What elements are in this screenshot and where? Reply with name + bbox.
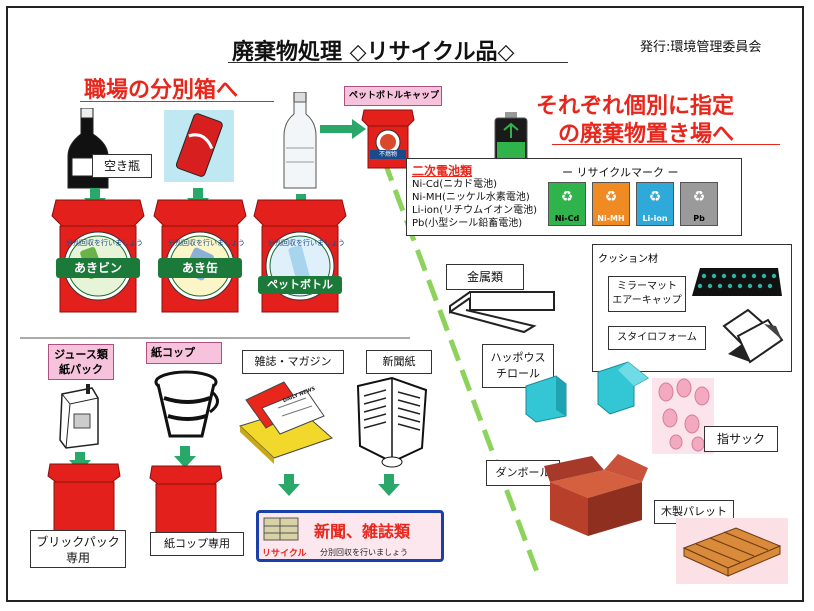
bin-cans-sign: あき缶: [158, 258, 242, 278]
finger-sack-label: 指サック: [704, 426, 778, 452]
magazine-label: 雑誌・マガジン: [242, 350, 344, 374]
recycle-icon: ♻: [604, 189, 618, 205]
brick-line1: ブリックパック: [36, 535, 120, 549]
left-heading: 職場の分別箱へ: [84, 78, 239, 103]
paper-cup-label: 紙コップ: [146, 342, 222, 364]
battery-heading: 二次電池類: [412, 164, 473, 178]
brick-line2: 専用: [65, 551, 90, 565]
newspaper-label: 新聞紙: [366, 350, 432, 374]
battery-list: Ni-Cd(ニカド電池) Ni-MH(ニッケル水素電池) Li-ion(リチウム…: [412, 178, 537, 230]
paper-bundle-icon: [263, 517, 299, 541]
battery-item-nicd: Ni-Cd(ニカド電池): [412, 179, 497, 190]
battery-item-pb: Pb(小型シール鉛畜電池): [412, 218, 523, 229]
bin-pet-sign: ペットボトル: [258, 276, 342, 294]
page-title: 廃棄物処理 ◇リサイクル品◇: [232, 40, 515, 65]
mirror-mat-label: ミラーマット エアーキャップ: [608, 276, 686, 312]
bin-pet-band: 分別回収を行いましょう: [268, 239, 345, 247]
battery-item-liion: Li-ion(リチウムイオン電池): [412, 205, 537, 216]
newspaper-box-sub: 分別回収を行いましょう: [320, 548, 408, 557]
mark-liion-label: Li-ion: [642, 214, 668, 223]
styrofoam-label: スタイロフォーム: [608, 326, 706, 350]
bin-cans-band: 分別回収を行いましょう: [168, 239, 245, 247]
bin-bottles-band: 分別回収を行いましょう: [66, 239, 143, 247]
right-heading-line1: それぞれ個別に指定: [536, 94, 735, 119]
paper-cup-only-sign: 紙コップ専用: [150, 532, 244, 556]
newspaper-box-title: 新聞、雑誌類: [314, 522, 411, 541]
hoppo-line2: チロール: [496, 367, 540, 380]
recycle-icon: ♻: [648, 189, 662, 205]
page-frame: [6, 6, 804, 602]
bin-bottles-sign: あきビン: [56, 258, 140, 278]
mark-liion: ♻ Li-ion: [636, 182, 674, 226]
left-heading-underline: [80, 101, 274, 102]
recycle-mark-title: ー リサイクルマーク ー: [562, 166, 679, 179]
newspaper-box-tag: リサイクル: [262, 549, 307, 559]
newspaper-reader-icon: [356, 376, 428, 468]
mirror-mat-line1: ミラーマット: [617, 281, 677, 292]
battery-item-nimh: Ni-MH(ニッケル水素電池): [412, 192, 530, 203]
juice-line2: 紙パック: [59, 363, 103, 376]
juice-pack-label: ジュース類 紙パック: [48, 344, 114, 380]
cardboard-label: ダンボール: [486, 460, 560, 486]
juice-pack-icon: [59, 384, 99, 449]
empty-bottle-label: 空き瓶: [92, 154, 152, 178]
recycle-icon: ♻: [692, 189, 706, 205]
metal-label: 金属類: [446, 264, 524, 290]
cap-bin-sign: 不燃物: [370, 150, 406, 159]
foam-blocks-icon: [525, 361, 649, 423]
juice-line1: ジュース類: [54, 348, 108, 361]
title-underline: [228, 62, 568, 63]
bubble-wrap-icon: [692, 268, 782, 296]
mirror-mat-line2: エアーキャップ: [612, 295, 682, 306]
right-heading-underline: [552, 144, 780, 145]
pet-bottle-icon: [283, 92, 317, 189]
pet-cap-label: ペットボトルキャップ: [344, 86, 442, 106]
mark-nicd-label: Ni-Cd: [554, 214, 580, 223]
magazine-icon: [239, 381, 333, 464]
right-heading-line2: の廃棄物置き場へ: [558, 122, 735, 147]
hoppo-line1: ハッポウス: [490, 351, 546, 364]
recycle-icon: ♻: [560, 189, 574, 205]
cardboard-box-icon: [544, 454, 648, 536]
paper-cup-icon: [154, 370, 219, 438]
cushion-label: クッション材: [598, 254, 658, 265]
mark-nimh-label: Ni-MH: [597, 214, 625, 223]
styrofoam-pieces-icon: [722, 308, 784, 364]
publisher-label: 発行:環境管理委員会: [640, 40, 762, 55]
mark-nicd: ♻ Ni-Cd: [548, 182, 586, 226]
brick-pack-sign: ブリックパック 専用: [30, 530, 126, 568]
mark-pb: ♻ Pb: [680, 182, 718, 226]
finger-sack-icon: [652, 378, 714, 454]
soda-can-icon: [164, 110, 234, 182]
metal-bars-icon: [449, 291, 555, 334]
wood-pallet-icon: [676, 518, 788, 584]
mark-pb-label: Pb: [693, 214, 705, 223]
mark-nimh: ♻ Ni-MH: [592, 182, 630, 226]
